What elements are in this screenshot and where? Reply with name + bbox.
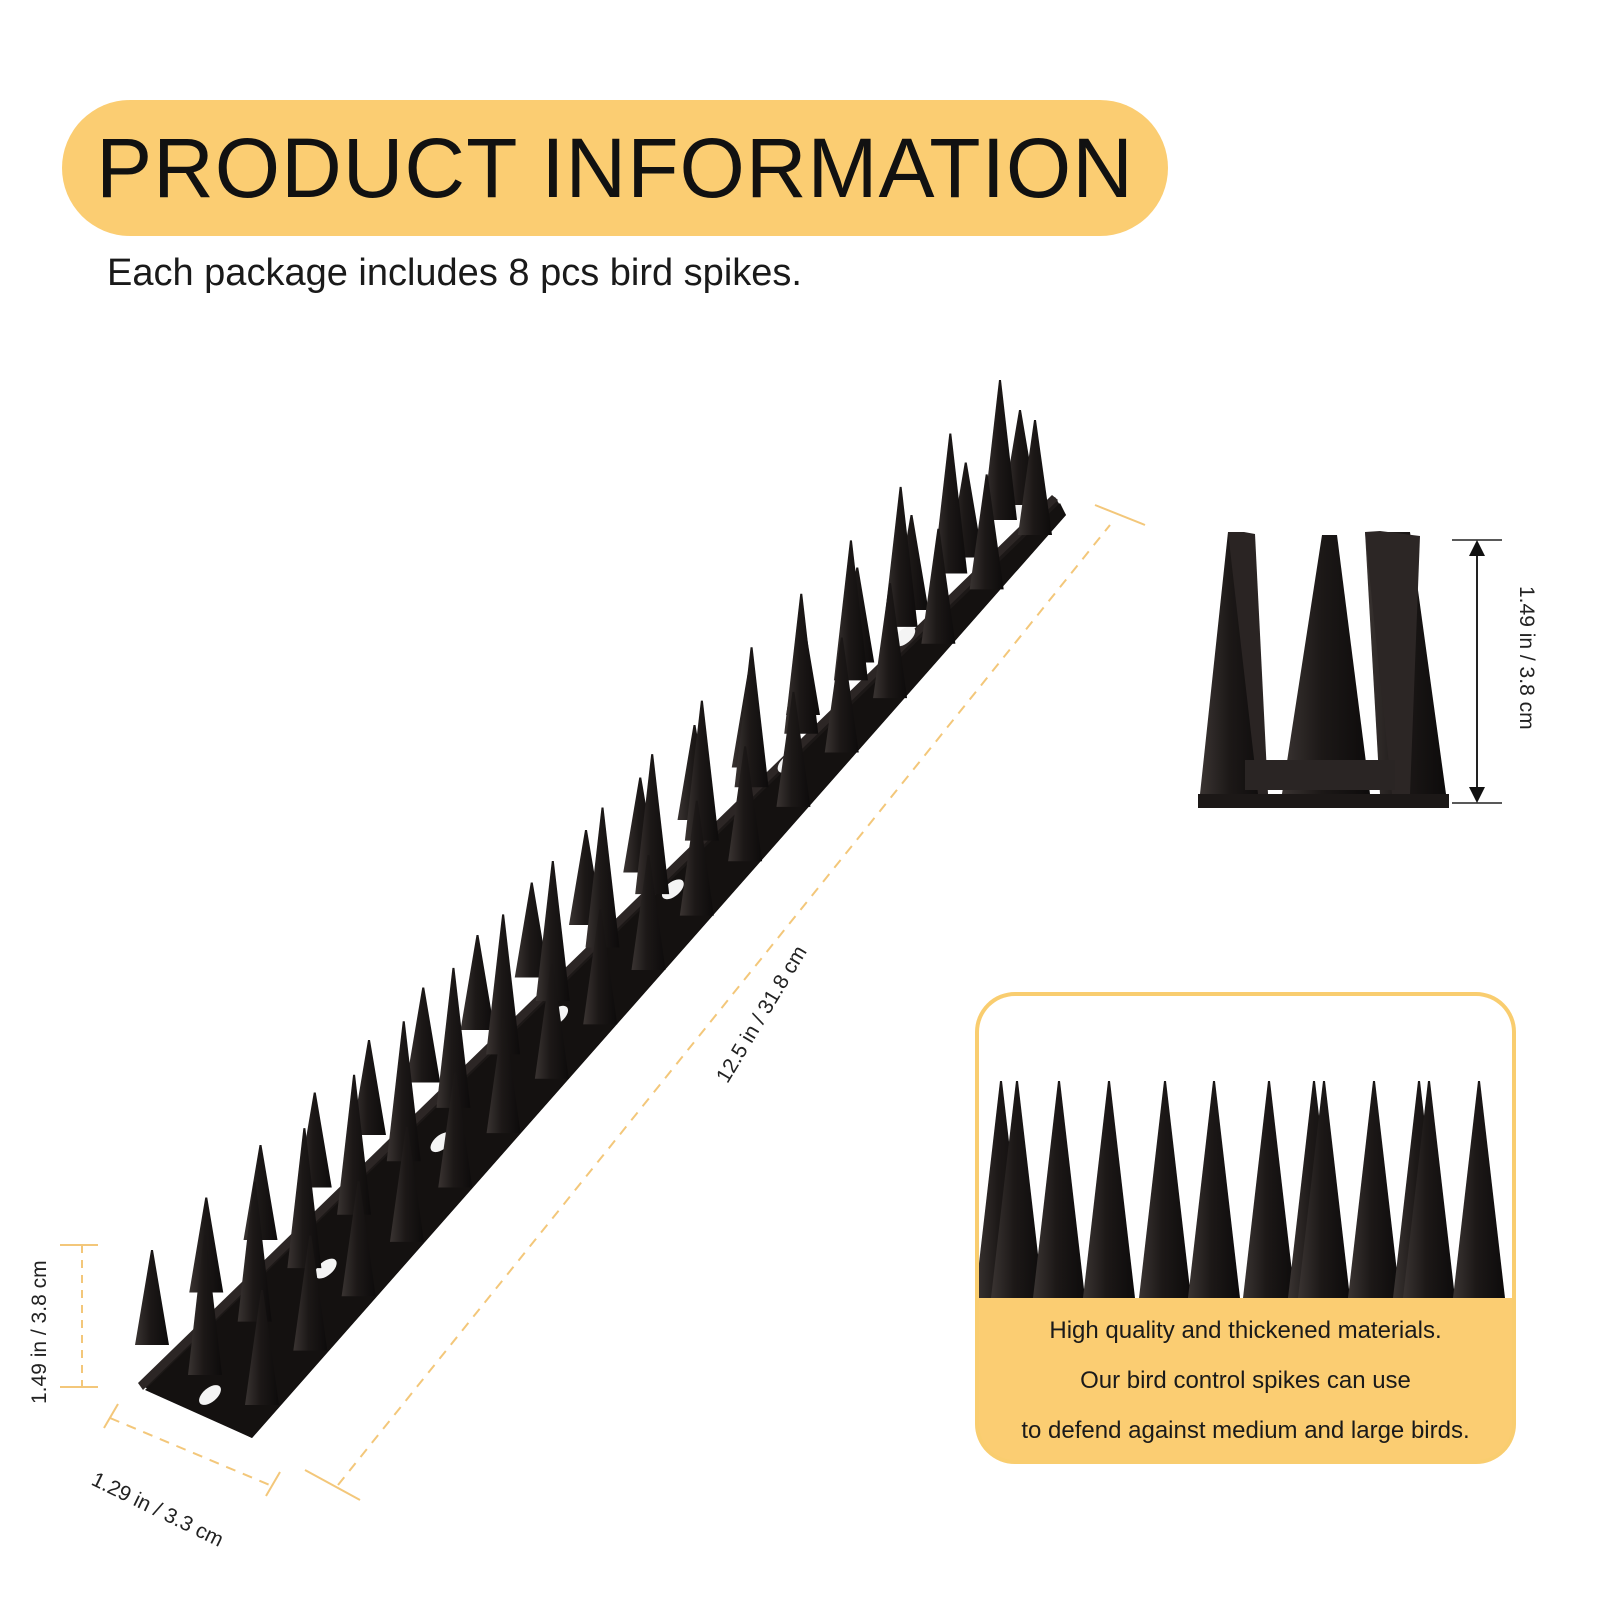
spike: [438, 1072, 473, 1188]
spike: [776, 691, 811, 807]
closeup-spike: [1348, 1081, 1400, 1298]
callout-line-1: High quality and thickened materials.: [1049, 1317, 1442, 1344]
spike: [436, 967, 471, 1108]
closeup-spike: [1139, 1081, 1191, 1298]
spike: [293, 1235, 328, 1351]
spike: [188, 1235, 222, 1375]
spike: [933, 433, 968, 574]
closeup-spike: [1083, 1081, 1135, 1298]
spike: [534, 963, 569, 1079]
spike: [585, 807, 620, 948]
package-subtitle: Each package includes 8 pcs bird spikes.: [107, 252, 802, 294]
closeup-spike: [1033, 1081, 1085, 1298]
page-title: PRODUCT INFORMATION: [96, 120, 1134, 215]
length-dimension-line: [304, 504, 1146, 1501]
spike: [514, 882, 549, 978]
left-height-dimension-line: [60, 1244, 98, 1388]
spike: [135, 1250, 169, 1345]
spike: [341, 1181, 376, 1297]
spike: [245, 1290, 279, 1405]
closeup-spike: [1188, 1081, 1240, 1298]
callout-line-2: Our bird control spikes can use: [1080, 1367, 1411, 1394]
spike: [406, 987, 441, 1083]
bird-spike-end-view: [1198, 531, 1449, 808]
bird-spike-strip: [135, 380, 1052, 1405]
mounting-hole: [199, 1385, 221, 1405]
spike: [486, 914, 521, 1055]
spike: [486, 1018, 521, 1134]
callout-text: High quality and thickened materials. Ou…: [979, 1298, 1512, 1460]
title-banner: PRODUCT INFORMATION: [62, 100, 1168, 236]
spike: [389, 1126, 424, 1242]
spike: [337, 1074, 372, 1215]
callout-line-3: to defend against medium and large birds…: [1021, 1417, 1470, 1444]
closeup-spike: [1403, 1081, 1455, 1298]
spike: [583, 909, 618, 1025]
spike: [921, 528, 956, 644]
closeup-spike: [991, 1081, 1043, 1298]
bird-spike-closeup: [979, 996, 1512, 1298]
spike: [969, 474, 1004, 590]
spike: [679, 800, 714, 916]
mounting-hole: [661, 879, 684, 900]
spike: [983, 380, 1017, 520]
mounting-hole: [314, 1258, 337, 1279]
spike: [631, 855, 666, 970]
closeup-spike: [1243, 1081, 1295, 1298]
spike: [635, 754, 670, 895]
spike: [1018, 420, 1052, 535]
spike: [535, 860, 570, 1001]
right-height-dimension-line: [1452, 539, 1502, 804]
spike: [684, 700, 719, 841]
height-label-right: 1.49 in / 3.8 cm: [1515, 586, 1538, 730]
closeup-spike: [1453, 1081, 1505, 1298]
spike: [728, 746, 763, 862]
spike: [784, 593, 819, 734]
closeup-spike: [1298, 1081, 1350, 1298]
spike: [352, 1040, 386, 1135]
spike: [873, 583, 908, 699]
spike: [237, 1181, 272, 1322]
spike: [734, 647, 769, 788]
closeup-spikes: [979, 1081, 1505, 1298]
spike: [460, 935, 495, 1030]
height-label-left: 1.49 in / 3.8 cm: [28, 1260, 51, 1404]
width-dimension-line: [103, 1403, 281, 1497]
spike: [287, 1128, 322, 1269]
spike: [386, 1021, 421, 1162]
spike: [824, 637, 859, 753]
feature-callout: High quality and thickened materials. Ou…: [975, 992, 1516, 1464]
